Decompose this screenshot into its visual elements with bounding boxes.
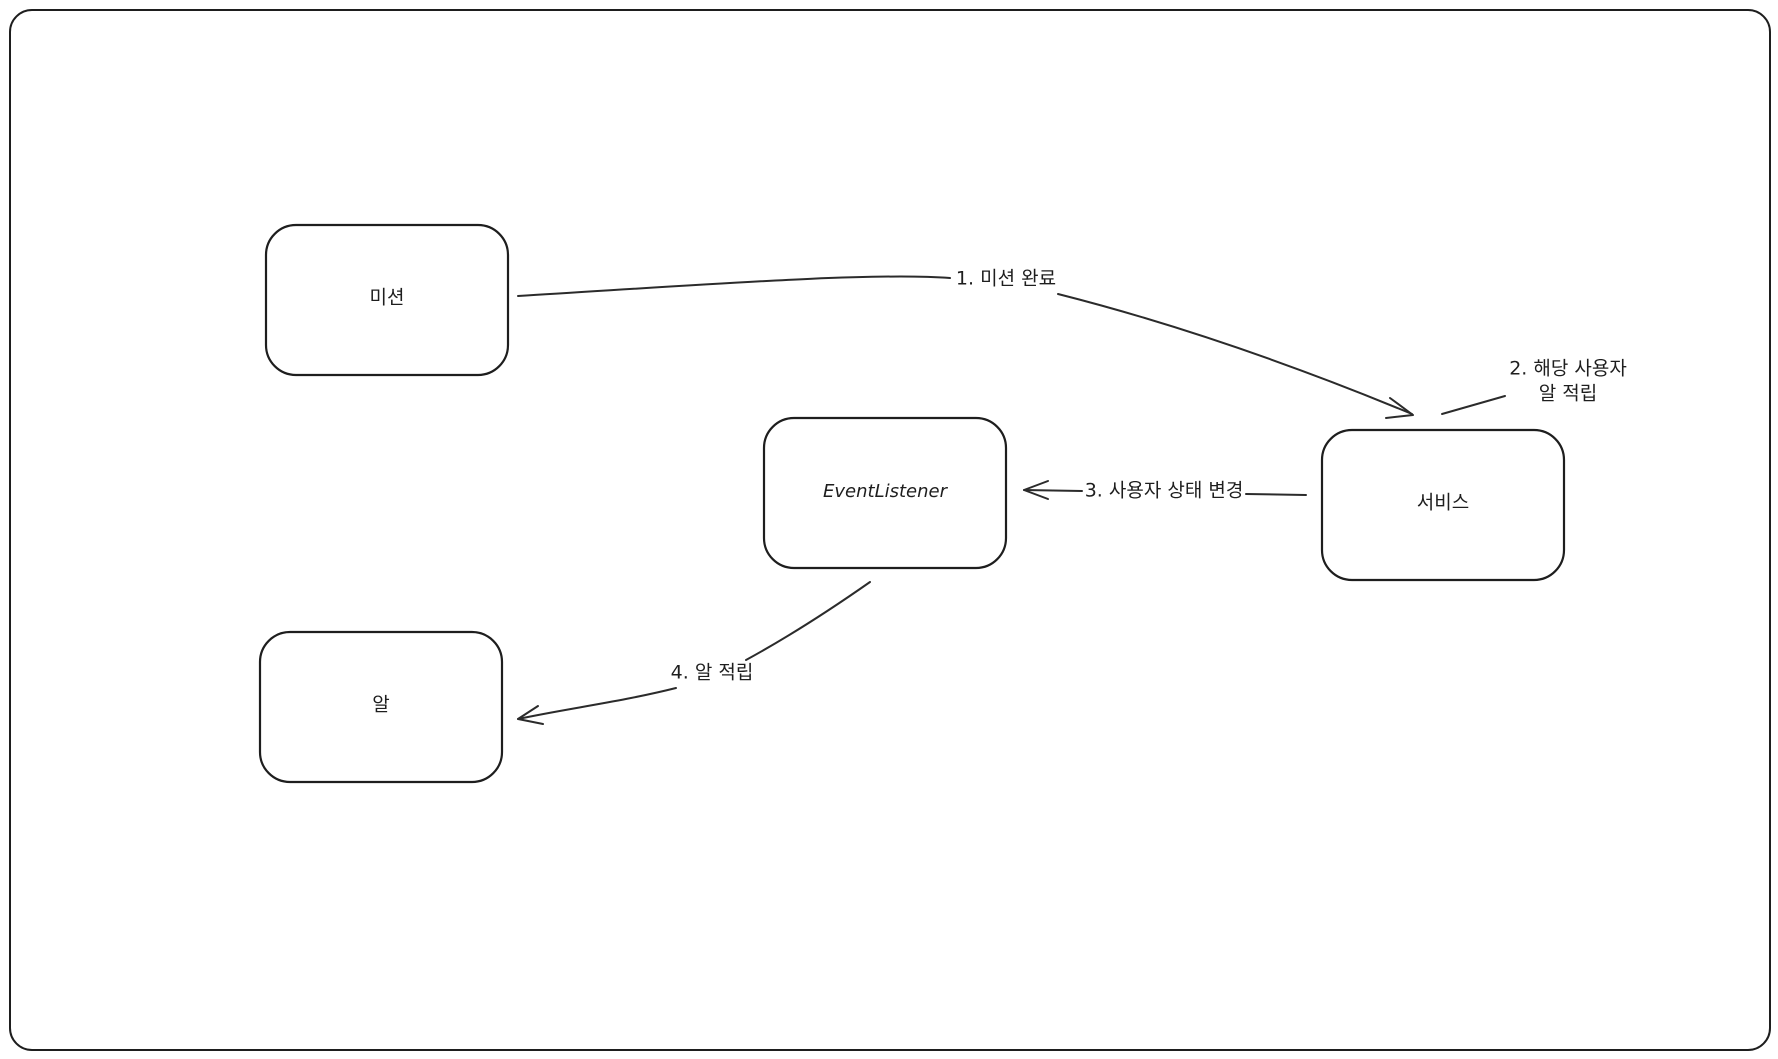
edge-label-accumulate-line1: 2. 해당 사용자 — [1509, 358, 1627, 380]
edge-label-egg-accumulate: 4. 알 적립 — [671, 662, 754, 684]
edge-line-segment — [745, 581, 871, 661]
edge-line-segment — [517, 275, 951, 297]
edge-label-accumulate-line2: 알 적립 — [1539, 383, 1597, 405]
node-box[interactable] — [762, 416, 1008, 570]
node-box[interactable] — [264, 223, 510, 377]
edge-label-user-state-change: 3. 사용자 상태 변경 — [1085, 480, 1244, 502]
arrowhead-icon — [1023, 480, 1049, 500]
arrowhead-icon — [1385, 397, 1414, 419]
edge-line-segment — [1441, 395, 1506, 415]
edge-label-mission-complete: 1. 미션 완료 — [956, 268, 1056, 290]
node-mission[interactable]: 미션 — [264, 223, 510, 377]
node-label-egg: 알 — [372, 694, 389, 716]
node-service[interactable]: 서비스 — [1320, 428, 1566, 582]
edge-service-note: 2. 해당 사용자 알 적립 — [1441, 358, 1627, 415]
node-event-listener[interactable]: EventListener — [762, 416, 1008, 570]
edge-line-segment — [1057, 293, 1413, 415]
arrowhead-icon — [517, 705, 544, 725]
node-box[interactable] — [258, 630, 504, 784]
edge-line-segment — [1245, 493, 1307, 496]
node-egg[interactable]: 알 — [258, 630, 504, 784]
edge-eventlistener-to-egg: 4. 알 적립 — [517, 581, 871, 725]
edge-line-segment — [1023, 489, 1083, 492]
node-label-event-listener: EventListener — [823, 481, 949, 502]
edge-line-segment — [517, 687, 677, 720]
edge-mission-to-service: 1. 미션 완료 — [517, 268, 1414, 419]
node-label-service: 서비스 — [1417, 492, 1469, 514]
node-box[interactable] — [1320, 428, 1566, 582]
node-label-mission: 미션 — [370, 287, 405, 309]
edge-service-to-eventlistener: 3. 사용자 상태 변경 — [1023, 480, 1307, 502]
